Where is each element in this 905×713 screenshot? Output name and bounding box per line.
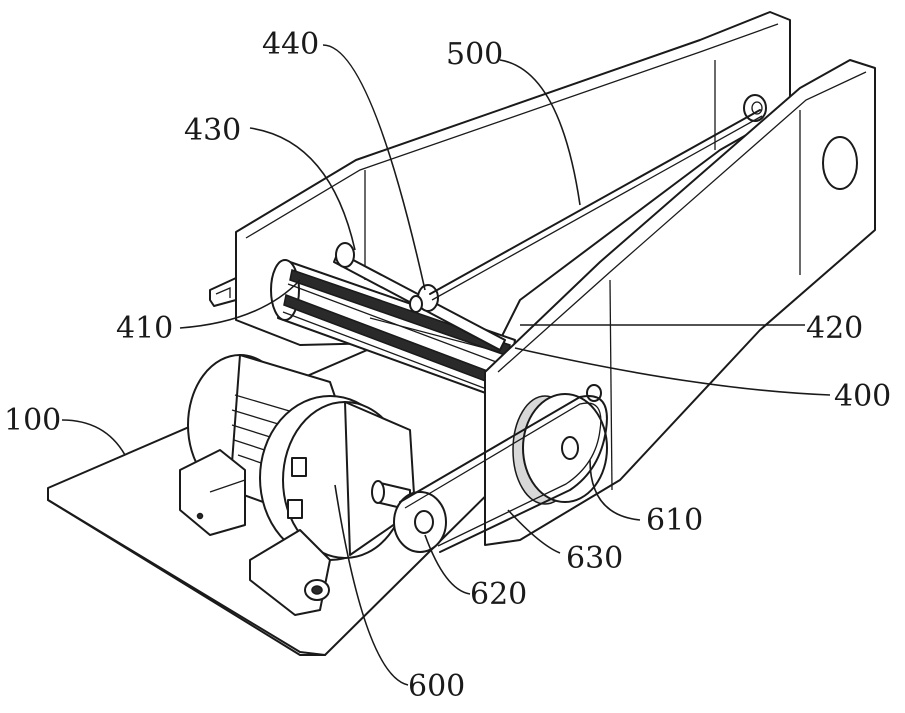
small-pulley bbox=[371, 480, 447, 553]
label-610: 610 bbox=[646, 503, 704, 538]
belt bbox=[399, 394, 608, 553]
left-bracket bbox=[209, 277, 237, 307]
label-100: 100 bbox=[4, 403, 62, 438]
rope bbox=[429, 109, 763, 301]
label-420: 420 bbox=[806, 311, 864, 346]
label-430: 430 bbox=[184, 113, 242, 148]
label-620: 620 bbox=[470, 577, 528, 612]
label-400: 400 bbox=[834, 379, 892, 414]
label-440: 440 bbox=[262, 27, 320, 62]
leader-lines bbox=[61, 44, 831, 686]
label-410: 410 bbox=[116, 311, 174, 346]
label-630: 630 bbox=[566, 541, 624, 576]
label-600: 600 bbox=[408, 669, 466, 704]
label-500: 500 bbox=[446, 37, 504, 72]
